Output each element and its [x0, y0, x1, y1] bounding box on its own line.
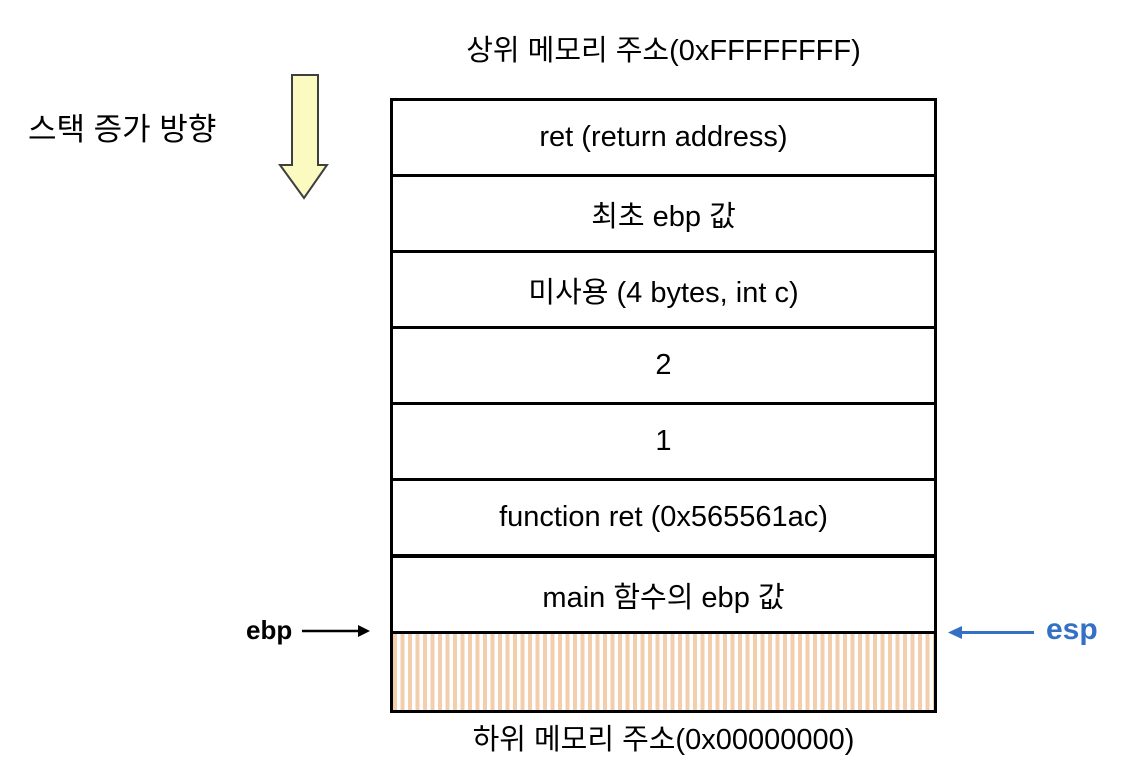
stack-row-main-ebp: main 함수의 ebp 값 [393, 558, 934, 634]
upper-memory-address-label: 상위 메모리 주소(0xFFFFFFFF) [466, 35, 861, 67]
stack-growth-down-arrow-icon [278, 74, 329, 200]
stack-row-arg-1: 1 [393, 405, 934, 481]
esp-pointer-arrow-icon [948, 626, 1034, 639]
stack-row-function-ret: function ret (0x565561ac) [393, 481, 934, 558]
stack-row-ret: ret (return address) [393, 101, 934, 177]
unused-stack-space-hatched-region [393, 634, 934, 710]
stack-row-arg-2: 2 [393, 329, 934, 405]
stack-row-unused-int-c: 미사용 (4 bytes, int c) [393, 253, 934, 329]
stack-growth-direction-label: 스택 증가 방향 [28, 112, 217, 147]
esp-register-label: esp [1046, 613, 1098, 646]
stack-frame-box: ret (return address) 최초 ebp 값 미사용 (4 byt… [390, 98, 937, 713]
ebp-register-label: ebp [246, 615, 293, 645]
ebp-pointer-arrow-icon [302, 625, 370, 637]
stack-row-initial-ebp: 최초 ebp 값 [393, 177, 934, 253]
lower-memory-address-label: 하위 메모리 주소(0x00000000) [472, 724, 855, 756]
